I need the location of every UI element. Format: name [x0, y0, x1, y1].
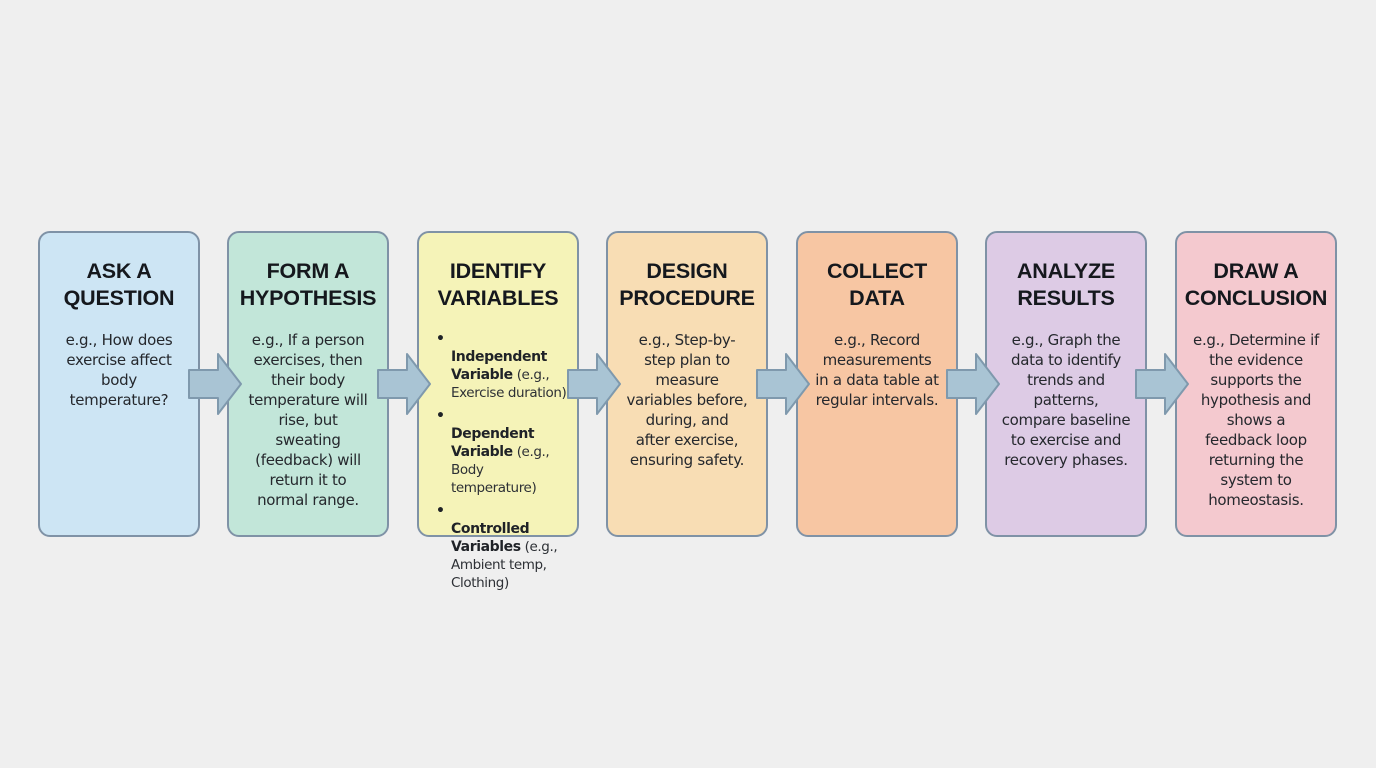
variable-name: Independent Variable — [451, 349, 547, 383]
step-identify-variables: IDENTIFY VARIABLES • Independent Variable… — [417, 231, 579, 591]
step-title: IDENTIFY VARIABLES — [437, 259, 559, 310]
variable-name: Controlled Variables — [451, 521, 530, 555]
step-analyze-results: ANALYZE RESULTS e.g., Graph the data to … — [985, 231, 1147, 537]
bullet-icon: • — [436, 331, 445, 347]
arrow-right-icon — [756, 353, 810, 415]
variables-list: • Independent Variable (e.g., Exercise du… — [433, 330, 571, 597]
step-title: ASK A QUESTION — [63, 259, 175, 310]
arrow-right-icon — [567, 353, 621, 415]
step-description: e.g., Step-by- step plan to measure vari… — [626, 331, 748, 469]
arrow-right-icon — [188, 353, 242, 415]
step-form-hypothesis: FORM A HYPOTHESIS e.g., If a person exer… — [227, 231, 389, 537]
step-collect-data: COLLECT DATA e.g., Record measurements i… — [796, 231, 958, 537]
variable-example: (e.g., Ambient temp, Clothing) — [451, 539, 558, 591]
variable-item-independent: • Independent Variable (e.g., Exercise du… — [433, 330, 571, 402]
variable-example: (e.g., Body temperature) — [451, 444, 550, 496]
step-description: e.g., How does exercise affect body temp… — [65, 331, 173, 409]
variable-item-controlled: • Controlled Variables (e.g., Ambient tem… — [433, 502, 571, 592]
bullet-icon: • — [436, 408, 445, 424]
step-description: e.g., If a person exercises, then their … — [248, 331, 368, 509]
step-title: FORM A HYPOTHESIS — [239, 259, 377, 310]
step-draw-conclusion: DRAW A CONCLUSION e.g., Determine if the… — [1175, 231, 1337, 537]
step-title: ANALYZE RESULTS — [1016, 259, 1116, 310]
variable-item-dependent: • Dependent Variable (e.g., Body temperat… — [433, 407, 571, 497]
arrow-right-icon — [377, 353, 431, 415]
step-description: e.g., Record measurements in a data tabl… — [815, 331, 939, 409]
step-description: e.g., Graph the data to identify trends … — [1001, 331, 1131, 469]
variable-example: (e.g., Exercise duration) — [451, 367, 567, 401]
variable-name: Dependent Variable — [451, 426, 535, 460]
arrow-right-icon — [946, 353, 1000, 415]
step-description: e.g., Determine if the evidence supports… — [1193, 331, 1319, 509]
step-ask-question: ASK A QUESTION e.g., How does exercise a… — [38, 231, 200, 537]
arrow-right-icon — [1135, 353, 1189, 415]
bullet-icon: • — [436, 503, 445, 519]
step-title: COLLECT DATA — [826, 259, 928, 310]
step-title: DESIGN PROCEDURE — [619, 259, 755, 310]
step-design-procedure: DESIGN PROCEDURE e.g., Step-by- step pla… — [606, 231, 768, 537]
step-title: DRAW A CONCLUSION — [1184, 259, 1328, 310]
